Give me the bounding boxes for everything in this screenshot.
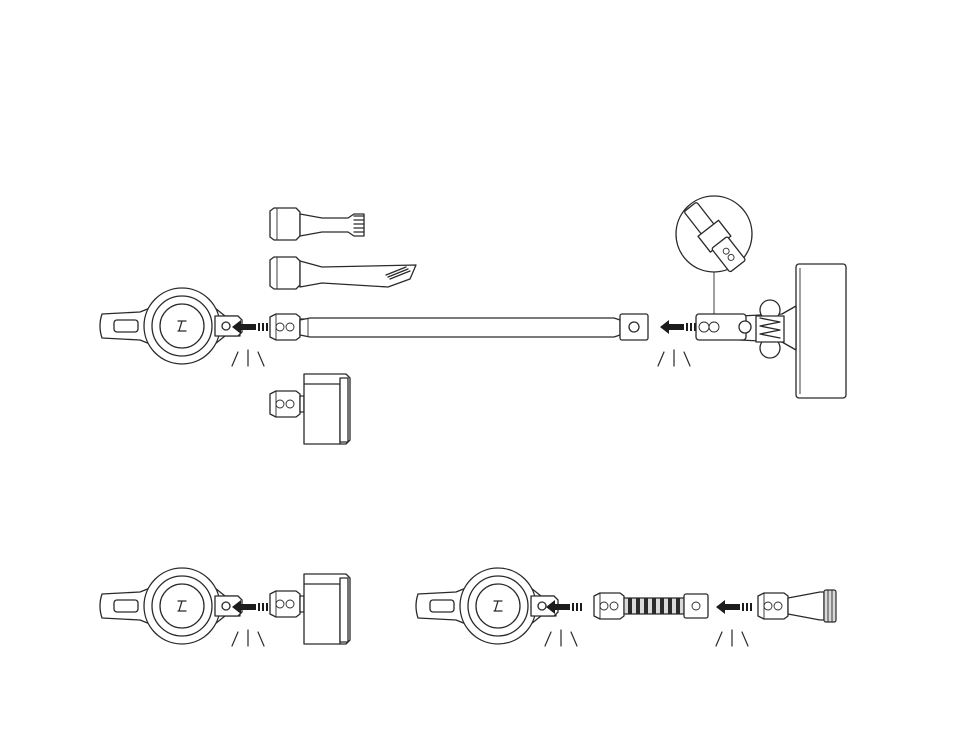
floor-brush-connector	[696, 314, 751, 340]
click-sound-icon	[232, 630, 264, 646]
arrow-left-icon	[660, 320, 696, 334]
soft-dusting-brush	[758, 590, 836, 622]
handheld-unit	[416, 568, 558, 644]
magnified-detail-inset	[676, 196, 752, 314]
top-panel	[100, 196, 846, 444]
handheld-unit	[100, 568, 242, 644]
flexible-hose	[594, 593, 708, 619]
click-sound-icon	[716, 630, 748, 646]
mini-motorized-brush	[270, 374, 350, 444]
click-sound-icon	[545, 630, 577, 646]
dusting-brush	[270, 208, 364, 240]
arrow-left-icon	[716, 600, 752, 614]
bottom-left-panel	[100, 568, 350, 646]
crevice-tool	[270, 257, 416, 289]
handheld-unit	[100, 288, 242, 364]
bottom-right-panel	[416, 568, 836, 646]
click-sound-icon	[658, 350, 690, 366]
extension-tube	[270, 314, 648, 340]
mini-motorized-brush	[270, 574, 350, 644]
floor-brush	[696, 264, 846, 398]
click-sound-icon	[232, 350, 264, 366]
